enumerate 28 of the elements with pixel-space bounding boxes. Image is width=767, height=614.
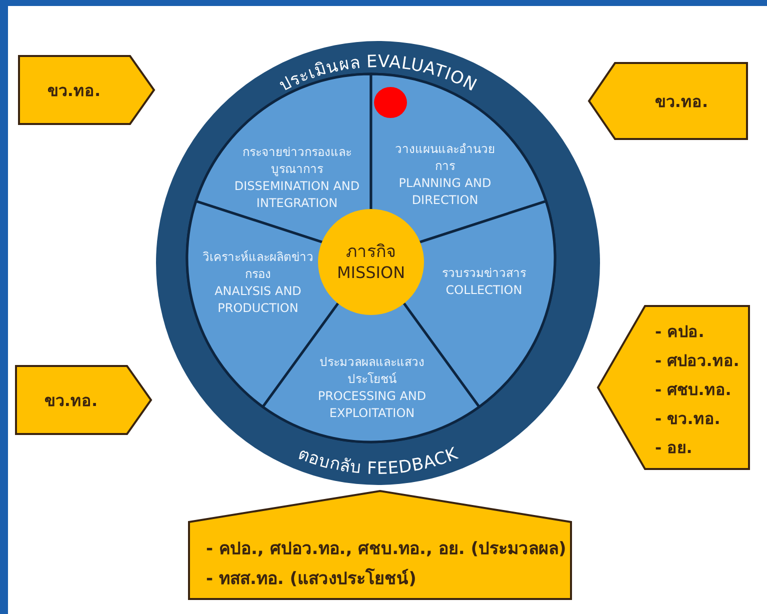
list-item: - ศชบ.ทอ. xyxy=(655,379,732,401)
callout-label: ขว.ทอ. xyxy=(47,80,101,102)
circle-title: ภารกิจ xyxy=(346,240,396,263)
segment-label: PROCESSING AND EXPLOITATION xyxy=(316,388,428,422)
segment-title: รวบรวมข่าวสาร xyxy=(441,265,527,282)
ring-label: ตอบกลับ FEEDBACK xyxy=(295,444,461,480)
pentagon-callout xyxy=(588,62,748,140)
pentagon-callout xyxy=(597,305,750,470)
list-item: - ทสส.ทอ. (แสวงประโยชน์) xyxy=(206,567,416,591)
list-item: - คปอ., ศปอว.ทอ., ศชบ.ทอ., อย. (ประมวลผล) xyxy=(206,538,566,561)
pentagon-callout xyxy=(188,490,572,600)
callout-label: ขว.ทอ. xyxy=(44,390,98,412)
segment-label: ANALYSIS AND PRODUCTION xyxy=(214,283,302,317)
list-item: - ศปอว.ทอ. xyxy=(655,350,740,372)
segment-title: ประมวลผลและแสวงประโยชน์ xyxy=(318,354,426,388)
list-item: - อย. xyxy=(655,437,692,459)
segment-title: กระจายข่าวกรองและบูรณาการ xyxy=(242,144,352,178)
list-item: - คปอ. xyxy=(655,321,704,343)
pentagon-callout xyxy=(15,365,152,435)
callout-label: ขว.ทอ. xyxy=(654,90,708,112)
segment-title: วิเคราะห์และผลิตข่าวกรอง xyxy=(202,249,314,283)
circle-label: MISSION xyxy=(336,262,406,284)
segment-title: วางแผนและอำนวยการ xyxy=(394,141,496,175)
segment-label: DISSEMINATION AND INTEGRATION xyxy=(233,178,361,212)
segment-label: COLLECTION xyxy=(444,282,524,299)
segment-label: PLANNING AND DIRECTION xyxy=(398,175,492,209)
list-item: - ขว.ทอ. xyxy=(655,408,720,430)
pentagon-callout xyxy=(18,55,155,125)
